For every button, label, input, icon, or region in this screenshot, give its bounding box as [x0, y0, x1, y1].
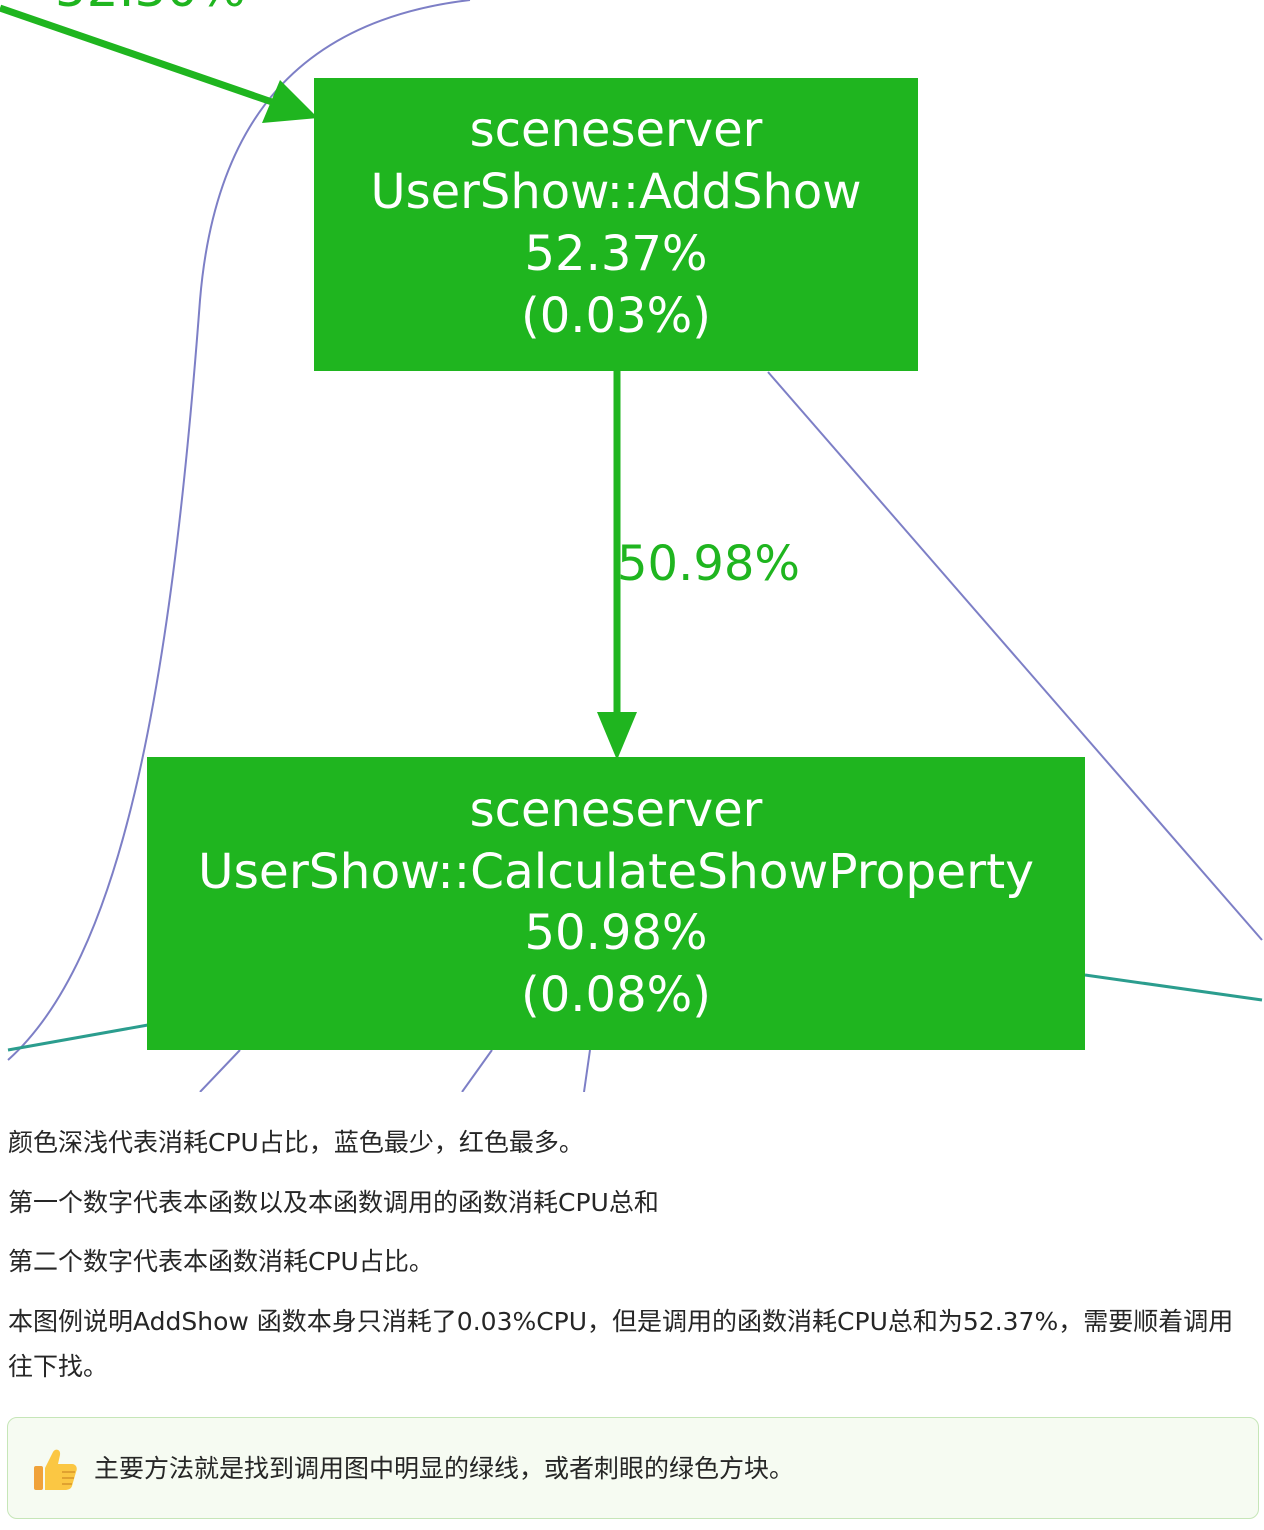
edge-out-1 [199, 1049, 241, 1092]
paragraph-example-explanation: 本图例说明AddShow 函数本身只消耗了0.03%CPU，但是调用的函数消耗C… [8, 1307, 1234, 1381]
node-addshow: sceneserver UserShow::AddShow 52.37% (0.… [314, 78, 918, 371]
tip-callout: 主要方法就是找到调用图中明显的绿线，或者刺眼的绿色方块。 [7, 1417, 1259, 1519]
node-calc-self: (0.08%) [521, 967, 711, 1023]
node-addshow-cumulative: 52.37% [524, 226, 707, 282]
edge-label-top: 52.30% [55, 0, 246, 18]
edge-teal-left [7, 1023, 149, 1052]
node-addshow-self: (0.03%) [521, 288, 711, 344]
node-calc-module: sceneserver [470, 782, 763, 838]
edge-green-vertical-arrowhead [597, 712, 637, 760]
node-calc-cumulative: 50.98% [524, 905, 707, 961]
thumbs-up-icon [32, 1448, 78, 1492]
edge-out-2 [461, 1049, 493, 1092]
edge-blue-right-diagonal [767, 371, 1263, 941]
node-calculate-show-property: sceneserver UserShow::CalculateShowPrope… [147, 757, 1085, 1050]
edge-green-incoming [0, 4, 274, 106]
edge-blue-left-curve [7, 0, 471, 1061]
call-graph: 52.30% 50.98% sceneserver UserShow::AddS… [0, 0, 1263, 1092]
edge-label-mid: 50.98% [617, 536, 800, 592]
edge-green-incoming-arrowhead [262, 80, 318, 123]
paragraph-first-number: 第一个数字代表本函数以及本函数调用的函数消耗CPU总和 [8, 1188, 659, 1217]
paragraph-second-number: 第二个数字代表本函数消耗CPU占比。 [8, 1247, 434, 1276]
edge-teal-right [1084, 973, 1263, 1002]
paragraph-color-meaning: 颜色深浅代表消耗CPU占比，蓝色最少，红色最多。 [8, 1128, 584, 1157]
node-addshow-function: UserShow::AddShow [370, 164, 861, 220]
tip-text: 主要方法就是找到调用图中明显的绿线，或者刺眼的绿色方块。 [94, 1454, 795, 1483]
edge-out-3 [583, 1049, 591, 1092]
node-addshow-module: sceneserver [470, 102, 763, 158]
node-calc-function: UserShow::CalculateShowProperty [198, 844, 1034, 900]
